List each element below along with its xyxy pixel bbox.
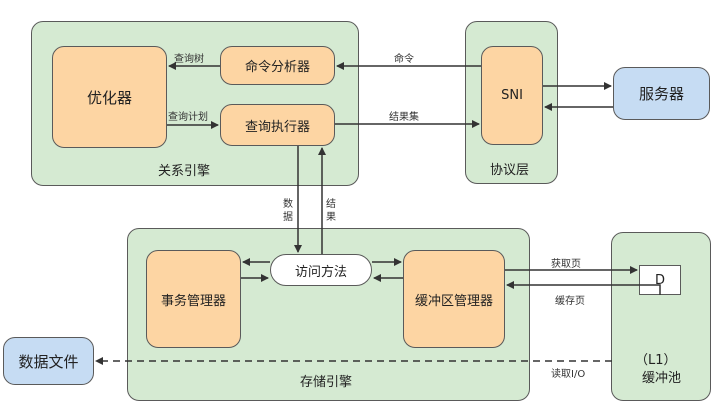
- optimizer-label: 优化器: [86, 88, 132, 107]
- data-files-label: 数据文件: [18, 352, 79, 371]
- server-box: 服务器: [613, 67, 710, 120]
- label-cache-page: 缓存页: [555, 296, 585, 307]
- query-executor-box: 查询执行器: [220, 104, 335, 146]
- sni-box: SNI: [481, 46, 543, 145]
- relational-engine-title: 关系引擎: [158, 164, 211, 179]
- command-parser-label: 命令分析器: [244, 60, 310, 75]
- buffer-manager-box: 缓冲区管理器: [403, 250, 505, 348]
- label-query-tree: 查询树: [174, 54, 204, 65]
- data-files-box: 数据文件: [3, 337, 94, 385]
- server-label: 服务器: [638, 85, 684, 103]
- buffer-pool-title-line1: （L1）: [635, 353, 677, 368]
- buffer-pool-title-line2: 缓冲池: [642, 371, 682, 386]
- query-executor-label: 查询执行器: [244, 119, 310, 135]
- label-data-1: 数: [283, 199, 293, 210]
- buffer-page-box: D: [639, 265, 681, 295]
- storage-engine-title: 存储引擎: [300, 375, 353, 390]
- optimizer-box: 优化器: [52, 46, 167, 148]
- label-result-1: 结: [326, 199, 336, 210]
- protocol-layer-title: 协议层: [490, 163, 530, 178]
- label-result-2: 果: [326, 212, 336, 223]
- label-result-set: 结果集: [389, 112, 419, 123]
- buffer-pool-container: [611, 232, 711, 401]
- label-data-2: 据: [283, 212, 293, 223]
- access-methods-box: 访问方法: [270, 254, 372, 286]
- transaction-manager-label: 事务管理器: [160, 293, 226, 309]
- label-query-plan: 查询计划: [168, 112, 208, 123]
- label-get-page: 获取页: [551, 259, 581, 270]
- transaction-manager-box: 事务管理器: [146, 250, 241, 348]
- command-parser-box: 命令分析器: [220, 46, 335, 85]
- arrow-cache-page: [506, 281, 661, 295]
- buffer-page-label: D: [654, 272, 665, 288]
- label-read-io: 读取I/O: [551, 369, 586, 380]
- buffer-manager-label: 缓冲区管理器: [414, 293, 493, 309]
- access-methods-label: 访问方法: [294, 264, 347, 280]
- label-command: 命令: [394, 54, 414, 65]
- sni-label: SNI: [501, 88, 523, 103]
